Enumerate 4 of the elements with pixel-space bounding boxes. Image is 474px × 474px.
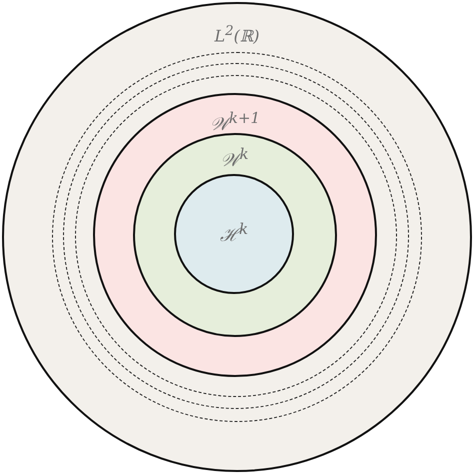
set-label: ℋ$^{k}$ xyxy=(220,220,248,246)
set-label: L$^{2}$(ℝ) xyxy=(214,24,260,46)
set-label: 𝒲$^{k+1}$ xyxy=(210,109,260,135)
set-label: 𝒲$^{k}$ xyxy=(220,144,249,170)
